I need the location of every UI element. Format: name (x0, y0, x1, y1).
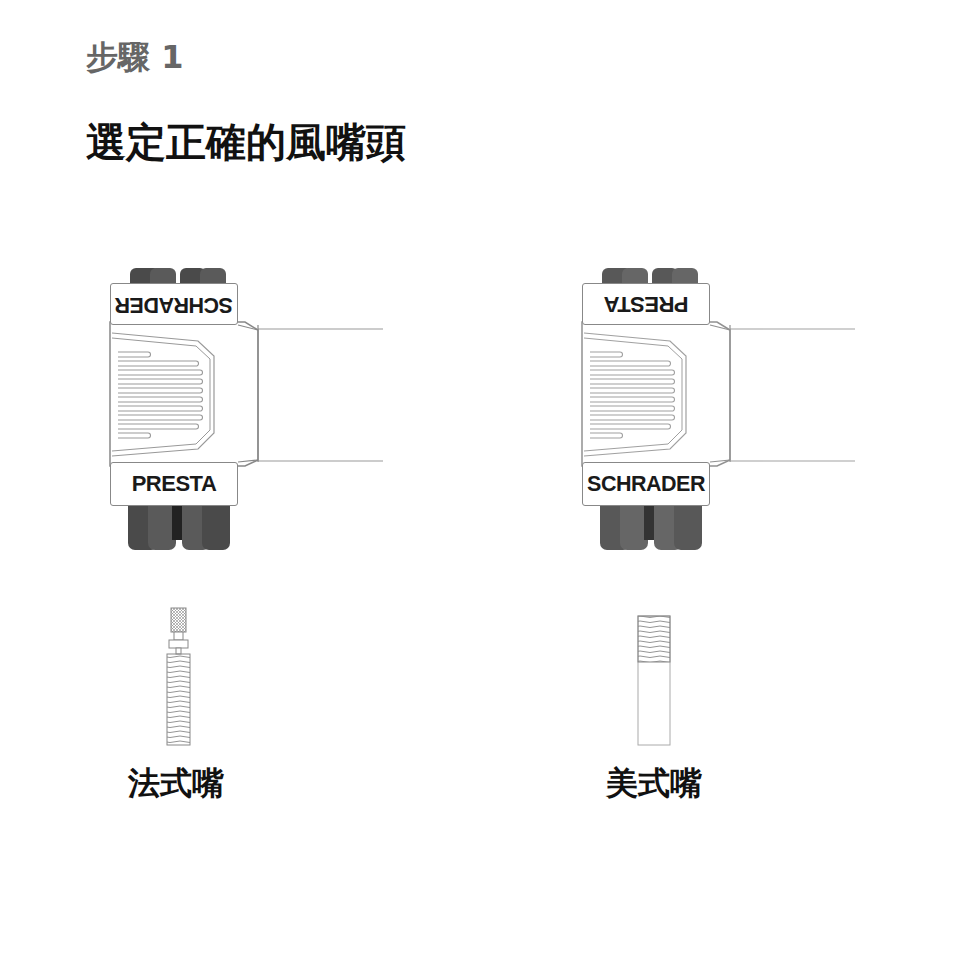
valve-label-band: PRESTA (582, 283, 710, 325)
presta-valve (167, 608, 190, 745)
heading: 選定正確的風嘴頭 (86, 118, 406, 166)
valve-name: 法式嘴 (128, 764, 224, 802)
valve-label-band: PRESTA (110, 462, 238, 506)
valve-type-text: PRESTA (132, 471, 217, 497)
valve-type-text: PRESTA (604, 291, 689, 317)
step-label: 步驟 1 (86, 38, 183, 76)
valve-type-text: SCHRADER (115, 292, 233, 317)
valve-label-band: SCHRADER (110, 283, 238, 325)
valve-name: 美式嘴 (606, 764, 702, 802)
valve-type-text: SCHRADER (587, 472, 705, 497)
valve-label-band: SCHRADER (582, 462, 710, 506)
schrader-valve (638, 616, 670, 745)
